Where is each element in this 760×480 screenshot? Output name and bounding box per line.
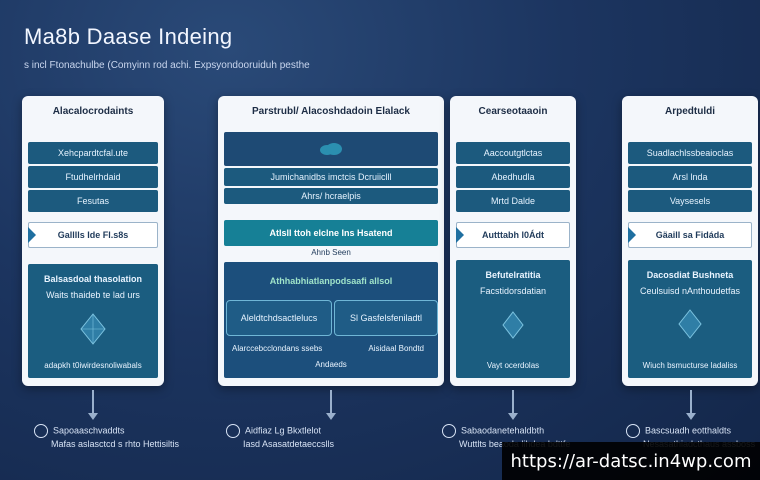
panel-4: Arpedtuldi Suadlachlssbeaioclas Arsl lnd…	[622, 96, 758, 386]
panel-bar: Abedhudla	[456, 166, 570, 188]
lower-title: Athhabhiatlanpodsaafi allsol	[269, 276, 393, 286]
caption-2: Aidfiaz Lg Bkxtlelot Iasd Asasatdetaeccs…	[226, 424, 334, 449]
circle-icon	[442, 424, 456, 438]
watermark-url: https://ar-datsc.in4wp.com	[502, 442, 760, 480]
circle-icon	[626, 424, 640, 438]
row-right: Aisidaal Bondtd	[368, 344, 424, 353]
panel-lower: Dacosdiat Bushneta Ceulsuisd nAnthoudetf…	[628, 260, 752, 378]
panel-lower: Befutelratitia Facstidorsdatian Vayt oce…	[456, 260, 570, 378]
panel-highlight: Autttabh l0Ádt	[456, 222, 570, 248]
panel-lower: Balsasdoal thasolation Waits thaideb te …	[28, 264, 158, 378]
panel-highlight: Atlsll ttoh elclne Ins Hsatend	[224, 220, 438, 246]
lower-title: Balsasdoal thasolation	[43, 274, 143, 284]
lower-footnote: Wiuch bsmucturse ladaliss	[642, 361, 738, 370]
lower-footnote: Vayt ocerdolas	[486, 361, 540, 370]
panel-header: Arpedtuldi	[665, 105, 715, 117]
diamond-icon	[80, 313, 106, 345]
lower-subtitle: Facstidorsdatian	[479, 286, 547, 296]
down-arrow	[686, 390, 696, 420]
panel-bar: Ftudhelrhdaid	[28, 166, 158, 188]
panel-1: Alacalocrodaints Xehcpardtcfal.ute Ftudh…	[22, 96, 164, 386]
panel-header: Cearseotaaoin	[478, 105, 548, 117]
page-subtitle: s incl Ftonachulbe (Comyinn rod achi. Ex…	[24, 60, 310, 71]
down-arrow	[508, 390, 518, 420]
diamond-icon	[678, 309, 702, 339]
down-arrow	[326, 390, 336, 420]
page-title: Ma8b Daase Indeing	[24, 24, 233, 49]
caption-1: Sapoaaschvaddts Mafas aslasctcd s rhto H…	[34, 424, 179, 449]
panel-highlight: Gäaill sa Fidáda	[628, 222, 752, 248]
diamond-icon	[502, 311, 524, 339]
panel-3: Cearseotaaoin Aaccoutgtlctas Abedhudla M…	[450, 96, 576, 386]
lower-footnote: adapkh t0iwirdesnoliwabals	[44, 361, 142, 370]
cloud-icon	[320, 143, 342, 155]
panel-bar	[224, 132, 438, 166]
lower-title: Befutelratitia	[485, 270, 541, 280]
panel-2: Parstrubl/ Alacoshdadoin Elalack Jumicha…	[218, 96, 444, 386]
lower-subtitle: Ceulsuisd nAnthoudetfas	[639, 286, 741, 296]
panel-highlight: Galllls Ide Fl.s8s	[28, 222, 158, 248]
panel-bar: Fesutas	[28, 190, 158, 212]
panel-bar: Xehcpardtcfal.ute	[28, 142, 158, 164]
sub-block-left: Aleldtchdsactlelucs	[226, 300, 332, 336]
down-arrow	[88, 390, 98, 420]
circle-icon	[226, 424, 240, 438]
circle-icon	[34, 424, 48, 438]
panel-header: Parstrubl/ Alacoshdadoin Elalack	[251, 105, 410, 117]
panel-header: Alacalocrodaints	[52, 105, 134, 117]
panel-lower: Athhabhiatlanpodsaafi allsol Aleldtchdsa…	[224, 262, 438, 378]
highlight-sub: Ahnb Seen	[311, 248, 351, 257]
panel-bar: Vaysesels	[628, 190, 752, 212]
panel-bar: Ahrs/ hcraelpis	[224, 188, 438, 204]
panel-bar: Aaccoutgtlctas	[456, 142, 570, 164]
row-bottom: Andaeds	[315, 360, 347, 369]
sub-block-right: Sl Gasfelsfeniladtl	[334, 300, 438, 336]
panel-bar: Suadlachlssbeaioclas	[628, 142, 752, 164]
panel-bar: Arsl lnda	[628, 166, 752, 188]
panel-bar: Jumichanidbs imctcis Dcruiiclll	[224, 168, 438, 186]
lower-subtitle: Waits thaideb te lad urs	[46, 290, 140, 300]
row-left: Alarccebcclondans ssebs	[232, 344, 323, 353]
lower-title: Dacosdiat Bushneta	[646, 270, 734, 280]
panel-bar: Mrtd Dalde	[456, 190, 570, 212]
